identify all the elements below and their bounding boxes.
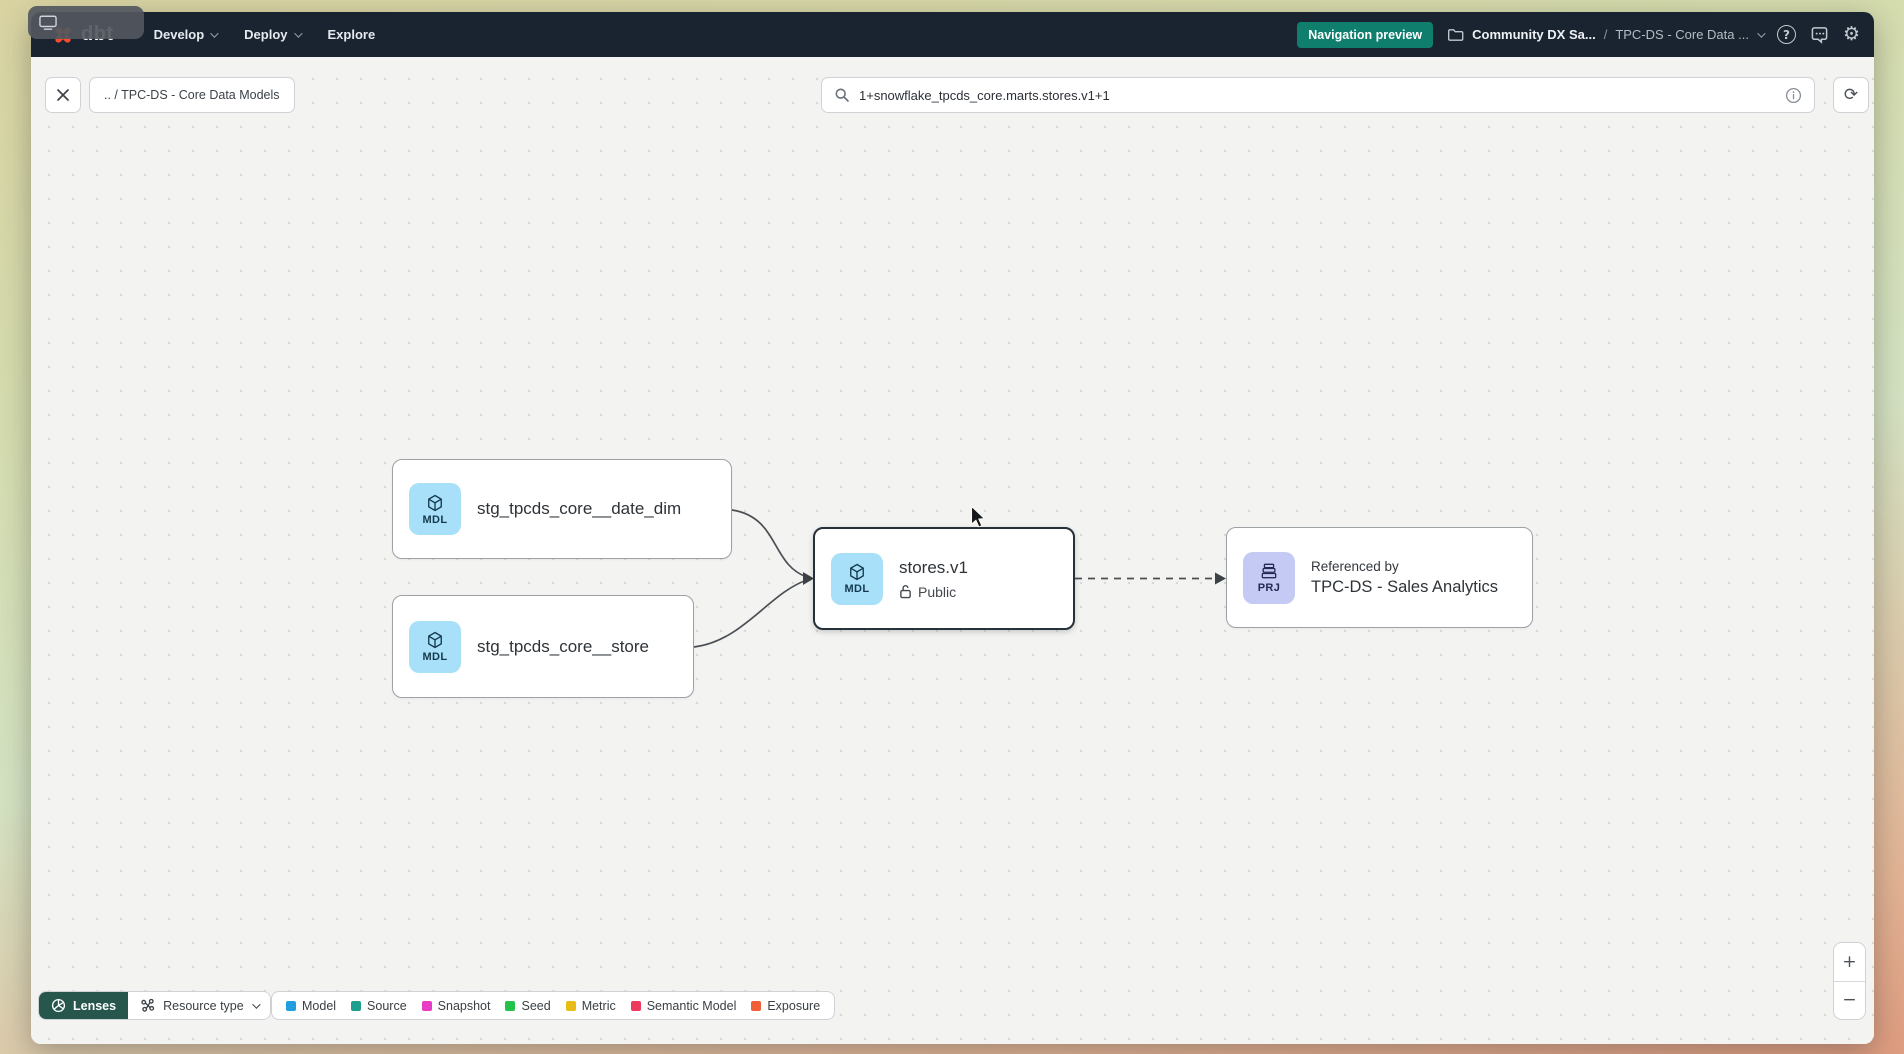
legend-swatch: [505, 1000, 516, 1011]
legend-swatch: [351, 1000, 362, 1011]
project-resource-tile: PRJ: [1243, 551, 1295, 604]
lens-controls: Lenses Resource type: [38, 991, 271, 1020]
lineage-node-stores-v1[interactable]: MDL stores.v1 Public: [813, 527, 1075, 630]
zoom-controls: + −: [1833, 942, 1866, 1020]
lineage-node-referenced-by-project[interactable]: PRJ Referenced by TPC-DS - Sales Analyti…: [1226, 527, 1533, 628]
feedback-icon[interactable]: [1810, 26, 1829, 44]
chevron-down-icon: [293, 28, 303, 38]
resource-type-dropdown[interactable]: Resource type: [128, 992, 270, 1019]
info-icon[interactable]: [1785, 87, 1802, 104]
node-label: stg_tpcds_core__store: [477, 636, 649, 656]
breadcrumb-separator: /: [1603, 27, 1608, 42]
node-label: TPC-DS - Sales Analytics: [1311, 577, 1499, 596]
model-resource-tile: MDL: [409, 620, 461, 673]
model-cube-icon: [428, 631, 442, 649]
model-cube-icon: [850, 563, 864, 581]
nav-menu-item[interactable]: Explore: [327, 27, 376, 42]
lineage-node-stg-tpcds-core-date-dim[interactable]: MDL stg_tpcds_core__date_dim: [392, 459, 732, 559]
legend-item: Source: [351, 999, 407, 1013]
close-lineage-button[interactable]: [45, 77, 81, 113]
resource-type-icon: [141, 998, 155, 1012]
lineage-search-box: [821, 77, 1815, 113]
lenses-icon: [51, 998, 66, 1013]
breadcrumb-account[interactable]: Community DX Sa...: [1472, 27, 1596, 42]
top-navbar: dbt Develop Deploy Explore Navi: [31, 12, 1874, 57]
zoom-divider: [1834, 980, 1865, 982]
display-icon: [39, 15, 57, 30]
nav-menu-item[interactable]: Develop: [140, 12, 231, 57]
legend-swatch: [751, 1000, 762, 1011]
public-unlock-icon: [900, 585, 911, 599]
chevron-down-icon[interactable]: [1757, 28, 1766, 38]
legend-item: Snapshot: [421, 999, 490, 1013]
zoom-in-button[interactable]: +: [1834, 943, 1865, 981]
lenses-button[interactable]: Lenses: [39, 992, 129, 1019]
settings-gear-icon[interactable]: ⚙: [1842, 23, 1860, 45]
lineage-path-button[interactable]: .. / TPC-DS - Core Data Models: [89, 77, 295, 113]
chevron-down-icon: [210, 28, 219, 38]
model-cube-icon: [428, 494, 442, 511]
legend-item: Semantic Model: [630, 999, 736, 1013]
graph-toolbar: .. / TPC-DS - Core Data Models ⟳: [31, 77, 1874, 113]
selector-search-input[interactable]: [859, 87, 1776, 103]
resource-legend: Model Source Snapshot Seed: [271, 991, 836, 1020]
legend-item: Model: [286, 999, 336, 1013]
breadcrumb-project[interactable]: TPC-DS - Core Data ...: [1615, 27, 1749, 42]
folder-icon: [1448, 29, 1464, 41]
screen-share-indicator: [28, 6, 144, 39]
chevron-down-icon: [251, 999, 261, 1009]
model-resource-tile: MDL: [409, 483, 461, 535]
legend-swatch: [421, 1000, 432, 1011]
legend-swatch: [286, 1000, 296, 1011]
lineage-canvas[interactable]: .. / TPC-DS - Core Data Models ⟳: [31, 57, 1874, 1044]
node-access-row: Public: [899, 584, 968, 600]
navigation-preview-badge[interactable]: Navigation preview: [1297, 21, 1434, 48]
node-access-label: Public: [918, 583, 957, 600]
mouse-cursor: [971, 506, 986, 528]
project-breadcrumb[interactable]: Community DX Sa... / TPC-DS - Core Data …: [1447, 27, 1766, 42]
legend-item: Metric: [565, 999, 616, 1013]
node-label: stg_tpcds_core__date_dim: [477, 499, 682, 518]
node-kicker: Referenced by: [1311, 558, 1399, 574]
help-icon[interactable]: ?: [1776, 25, 1796, 44]
nav-menu-item[interactable]: Deploy: [230, 12, 313, 57]
app-window: dbt Develop Deploy Explore Navi: [31, 12, 1874, 1044]
search-icon: [835, 88, 849, 102]
project-stack-icon: [1261, 563, 1277, 579]
close-icon: [57, 89, 69, 101]
zoom-out-button[interactable]: −: [1834, 981, 1865, 1019]
legend-item: Seed: [505, 999, 551, 1013]
legend-swatch: [630, 1000, 641, 1011]
node-label: stores.v1: [899, 557, 968, 577]
refresh-lineage-button[interactable]: ⟳: [1833, 77, 1869, 113]
lineage-node-stg-tpcds-core-store[interactable]: MDL stg_tpcds_core__store: [392, 595, 694, 698]
legend-swatch: [565, 1000, 576, 1011]
model-resource-tile: MDL: [831, 552, 883, 605]
legend-item: Exposure: [751, 999, 820, 1013]
